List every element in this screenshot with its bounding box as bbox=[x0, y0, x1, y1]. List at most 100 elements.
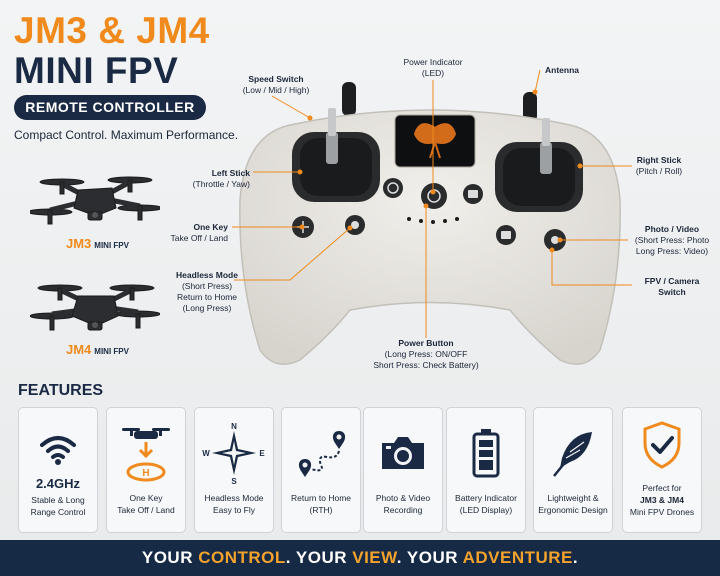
feature-bold-line: JM3 & JM4 bbox=[640, 495, 684, 505]
antenna-title: Antenna bbox=[545, 65, 579, 75]
callout-photo-video: Photo / Video (Short Press: Photo Long P… bbox=[630, 224, 714, 257]
feature-label: Battery Indicator (LED Display) bbox=[449, 492, 523, 516]
takeoff-drone-icon: H bbox=[107, 418, 185, 488]
feature-card-rth: Return to Home (RTH) bbox=[281, 407, 361, 533]
jm4-drone-image bbox=[30, 284, 160, 331]
compass-icon: N S E W bbox=[195, 418, 273, 488]
left-stick-title: Left Stick bbox=[211, 168, 250, 178]
power-button-desc-1: (Long Press: ON/OFF bbox=[384, 349, 468, 359]
callout-headless-mode: Headless Mode (Short Press) Return to Ho… bbox=[172, 270, 242, 314]
callout-speed-switch: Speed Switch (Low / Mid / High) bbox=[236, 74, 316, 96]
wifi-icon bbox=[19, 418, 97, 480]
feature-line-2: (LED Display) bbox=[459, 505, 513, 515]
speed-switch-title: Speed Switch bbox=[248, 74, 304, 84]
remote-controller-image bbox=[239, 82, 621, 365]
battery-icon bbox=[447, 418, 525, 488]
feature-line-2: Ergonomic Design bbox=[538, 505, 608, 515]
left-stick-desc: (Throttle / Yaw) bbox=[192, 179, 250, 189]
feature-line-1: Perfect for bbox=[642, 483, 682, 493]
feature-line-2: Recording bbox=[383, 505, 423, 515]
footer-text-4: . bbox=[572, 548, 579, 567]
headless-desc-2: Return to Home bbox=[177, 292, 237, 302]
headless-title: Headless Mode bbox=[176, 270, 238, 280]
feature-label: One Key Take Off / Land bbox=[109, 492, 183, 516]
jm3-drone-image bbox=[30, 176, 160, 225]
feature-label: Perfect for JM3 & JM4 Mini FPV Drones bbox=[625, 482, 699, 518]
fpv-camera-title-1: FPV / Camera bbox=[644, 276, 700, 286]
jm3-model: JM3 bbox=[66, 236, 92, 251]
jm3-suffix: MINI FPV bbox=[94, 241, 129, 250]
footer-accent-adventure: ADVENTURE bbox=[462, 548, 573, 567]
footer-text-3: . YOUR bbox=[396, 548, 463, 567]
feature-card-compatible: Perfect for JM3 & JM4 Mini FPV Drones bbox=[622, 407, 702, 533]
feature-card-one-key: H One Key Take Off / Land bbox=[106, 407, 186, 533]
jm4-model: JM4 bbox=[66, 342, 92, 357]
feature-card-headless: N S E W Headless Mode Easy to Fly bbox=[194, 407, 274, 533]
feature-card-range: 2.4GHz Stable & Long Range Control bbox=[18, 407, 98, 533]
callout-right-stick: Right Stick (Pitch / Roll) bbox=[628, 155, 690, 177]
feature-line-1: Lightweight & bbox=[547, 493, 599, 503]
callout-antenna: Antenna bbox=[545, 65, 579, 76]
feature-line-1: Return to Home bbox=[291, 493, 351, 503]
footer-banner: YOUR CONTROL. YOUR VIEW. YOUR ADVENTURE. bbox=[0, 540, 720, 576]
title-line-1: JM3 & JM4 bbox=[14, 10, 210, 51]
feature-label: Photo & Video Recording bbox=[366, 492, 440, 516]
feature-line-1: Battery Indicator bbox=[455, 493, 517, 503]
compass-north-label: N bbox=[231, 422, 237, 431]
compass-east-label: E bbox=[259, 449, 265, 458]
footer-text-2: . YOUR bbox=[285, 548, 353, 567]
one-key-title: One Key bbox=[193, 222, 229, 232]
callout-fpv-camera: FPV / Camera Switch bbox=[636, 276, 708, 298]
feather-icon bbox=[534, 418, 612, 488]
feature-line-2: Easy to Fly bbox=[212, 505, 256, 515]
feature-line-2: Mini FPV Drones bbox=[629, 507, 695, 517]
feature-card-photo-video: Photo & Video Recording bbox=[363, 407, 443, 533]
compass-south-label: S bbox=[231, 477, 237, 485]
shield-check-icon bbox=[623, 420, 701, 470]
route-icon bbox=[282, 418, 360, 488]
one-key-desc: Take Off / Land bbox=[170, 233, 229, 243]
feature-line-2: Take Off / Land bbox=[117, 505, 175, 515]
power-button-desc-2: Short Press: Check Battery) bbox=[373, 360, 479, 370]
feature-card-lightweight: Lightweight & Ergonomic Design bbox=[533, 407, 613, 533]
feature-line-1: Stable & Long bbox=[31, 495, 85, 505]
frequency-label: 2.4GHz bbox=[35, 476, 81, 491]
footer-accent-control: CONTROL bbox=[198, 548, 286, 567]
jm4-suffix: MINI FPV bbox=[94, 347, 129, 356]
feature-line-1: Photo & Video bbox=[375, 493, 431, 503]
callout-one-key: One Key Take Off / Land bbox=[150, 222, 229, 244]
photo-video-title: Photo / Video bbox=[644, 224, 700, 234]
feature-line-1: One Key bbox=[129, 493, 163, 503]
feature-card-battery: Battery Indicator (LED Display) bbox=[446, 407, 526, 533]
feature-line-1: Headless Mode bbox=[204, 493, 264, 503]
footer-accent-view: VIEW bbox=[352, 548, 397, 567]
callout-left-stick: Left Stick (Throttle / Yaw) bbox=[170, 168, 250, 190]
feature-label: Lightweight & Ergonomic Design bbox=[536, 492, 610, 516]
subtitle-pill: REMOTE CONTROLLER bbox=[14, 95, 206, 120]
feature-line-2: (RTH) bbox=[309, 505, 333, 515]
callout-power-button: Power Button (Long Press: ON/OFF Short P… bbox=[360, 338, 492, 371]
feature-label: Stable & Long Range Control bbox=[21, 494, 95, 518]
fpv-camera-title-2: Switch bbox=[658, 287, 686, 297]
headless-desc-1: (Short Press) bbox=[181, 281, 233, 291]
photo-video-desc-2: Long Press: Video) bbox=[635, 246, 709, 256]
power-indicator-desc: (LED) bbox=[421, 68, 445, 78]
feature-label: Return to Home (RTH) bbox=[284, 492, 358, 516]
power-indicator-title: Power Indicator bbox=[403, 57, 463, 67]
speed-switch-desc: (Low / Mid / High) bbox=[242, 85, 310, 95]
svg-text:H: H bbox=[142, 468, 149, 479]
title-line-2: MINI FPV bbox=[14, 50, 179, 91]
features-heading: FEATURES bbox=[18, 382, 104, 399]
headless-desc-3: (Long Press) bbox=[182, 303, 232, 313]
right-stick-desc: (Pitch / Roll) bbox=[635, 166, 683, 176]
camera-icon bbox=[364, 418, 442, 488]
compass-west-label: W bbox=[202, 449, 210, 458]
callout-power-indicator: Power Indicator (LED) bbox=[393, 57, 473, 79]
right-stick-title: Right Stick bbox=[636, 155, 682, 165]
photo-video-desc-1: (Short Press: Photo bbox=[634, 235, 710, 245]
tagline: Compact Control. Maximum Performance. bbox=[14, 128, 239, 142]
feature-label: Headless Mode Easy to Fly bbox=[197, 492, 271, 516]
